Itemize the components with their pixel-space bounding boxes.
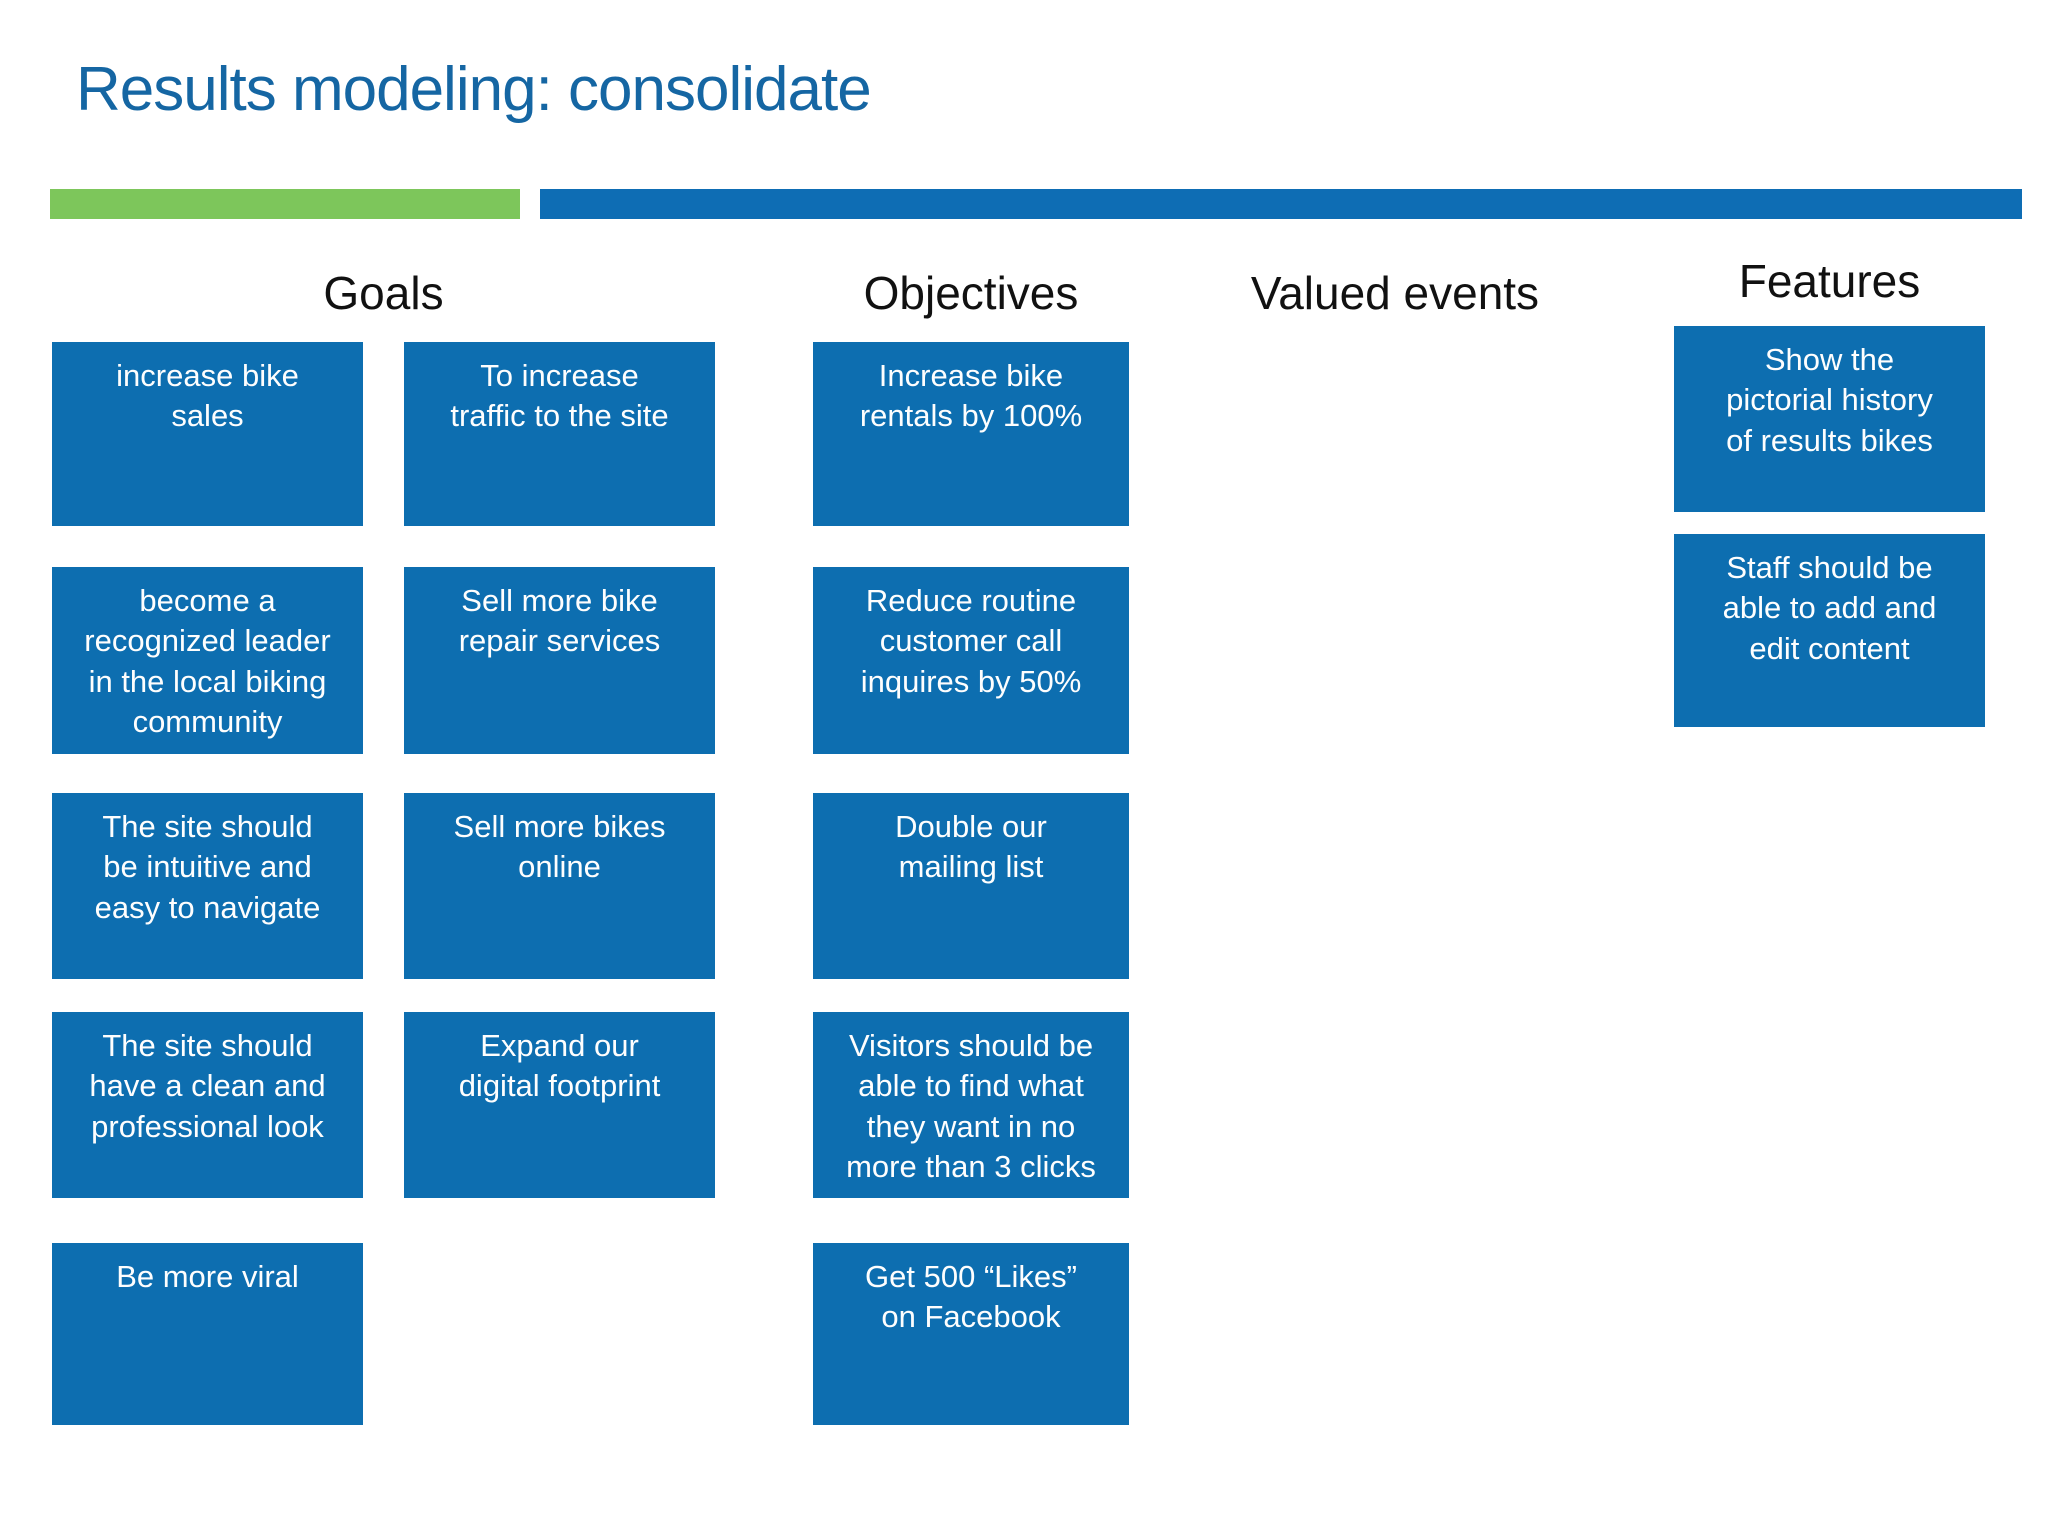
column-header-objectives: Objectives (863, 267, 1079, 319)
slide-title: Results modeling: consolidate (76, 55, 872, 124)
goal-card: Sell more bikes online (404, 793, 715, 979)
goal-card: The site should be intuitive and easy to… (52, 793, 363, 979)
goal-card: Expand our digital footprint (404, 1012, 715, 1198)
features-column: Show the pictorial history of results bi… (1674, 326, 1985, 727)
objectives-column: Increase bike rentals by 100% Reduce rou… (813, 342, 1129, 1425)
green-accent-bar (50, 189, 520, 219)
goal-card: Sell more bike repair services (404, 567, 715, 754)
objective-card: Double our mailing list (813, 793, 1129, 979)
feature-card: Show the pictorial history of results bi… (1674, 326, 1985, 512)
feature-card: Staff should be able to add and edit con… (1674, 534, 1985, 727)
goal-card: To increase traffic to the site (404, 342, 715, 526)
goal-card: Be more viral (52, 1243, 363, 1425)
blue-accent-bar (540, 189, 2022, 219)
column-header-valued-events: Valued events (1250, 267, 1540, 319)
goal-card: The site should have a clean and profess… (52, 1012, 363, 1198)
goal-card: become a recognized leader in the local … (52, 567, 363, 754)
goal-card: increase bike sales (52, 342, 363, 526)
goals-column-2: To increase traffic to the site Sell mor… (404, 342, 715, 1198)
objective-card: Increase bike rentals by 100% (813, 342, 1129, 526)
goals-column-1: increase bike sales become a recognized … (52, 342, 363, 1425)
column-header-features: Features (1738, 255, 1921, 307)
column-header-goals: Goals (323, 267, 444, 319)
objective-card: Visitors should be able to find what the… (813, 1012, 1129, 1198)
objective-card: Reduce routine customer call inquires by… (813, 567, 1129, 754)
objective-card: Get 500 “Likes” on Facebook (813, 1243, 1129, 1425)
